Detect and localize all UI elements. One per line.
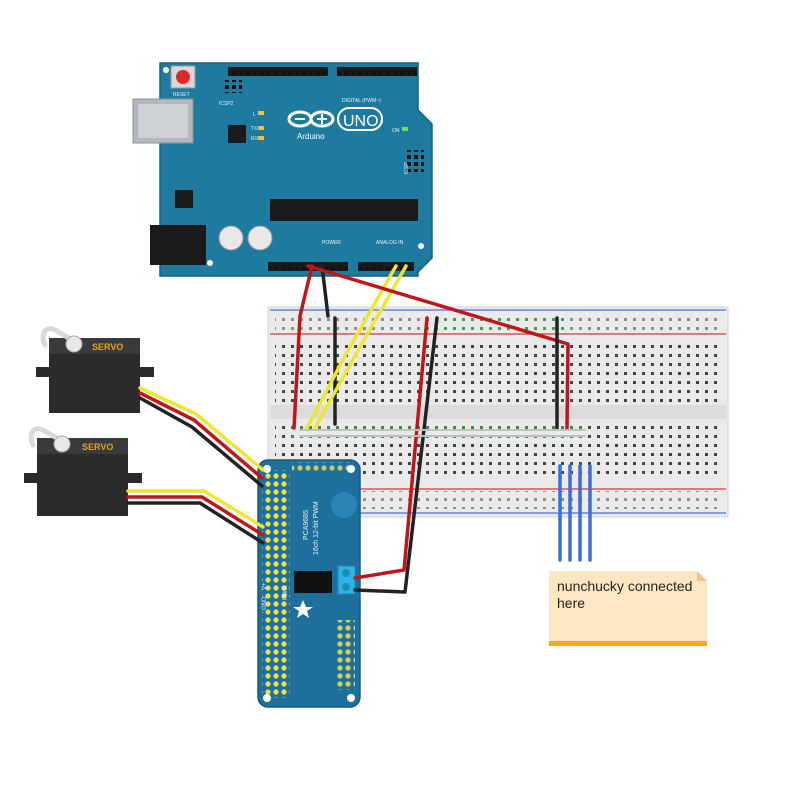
led-l-label: L — [253, 112, 256, 118]
reset-label: RESET — [173, 92, 190, 98]
pwm-gnd-label: GND — [262, 596, 268, 610]
arduino-logo-icon — [287, 110, 335, 128]
icsp-right-label: ICSP — [404, 162, 410, 174]
servo-2-wire-red — [126, 495, 265, 537]
servo-2: SERVO — [24, 426, 142, 516]
nunchuck-note: nunchucky connected here — [549, 571, 707, 646]
pwm-vplus-label: V+ — [262, 582, 268, 590]
pwm-chip-label: PCA9685 — [303, 510, 310, 540]
arduino-scl-wire-yellow — [313, 264, 408, 430]
pwm-power-wire-red — [353, 316, 429, 580]
arduino-sda-wire-yellow — [305, 264, 398, 430]
servo-2-label: SERVO — [82, 442, 113, 452]
led-rx-label: RX — [251, 136, 259, 142]
pwm-title: 16ch 12-bit PWM — [313, 501, 320, 555]
pca9685-chip — [294, 571, 332, 593]
power-jack — [150, 225, 206, 265]
on-label: ON — [392, 128, 400, 134]
adafruit-star-icon — [293, 600, 313, 618]
servo-1-label: SERVO — [92, 342, 123, 352]
servo-2-wire-yellow — [126, 489, 265, 529]
led-tx-label: TX — [251, 126, 258, 132]
atmega-chip — [270, 199, 418, 221]
servo-2-wire-black — [126, 501, 265, 545]
arduino-uno-board: RESET ICSP2 DIGITAL (PWM~) L TX RX UNO A… — [132, 62, 433, 277]
brand-label: Arduino — [297, 132, 325, 141]
uno-label: UNO — [343, 113, 379, 130]
servo-1-wire-yellow — [138, 386, 265, 472]
power-label: POWER — [322, 240, 341, 246]
servo-1-wire-black — [138, 396, 264, 488]
arduino-gnd-wire-black — [320, 264, 330, 318]
pca9685-pwm-board: PCA9685 16ch 12-bit PWM V+ GND PWM — [257, 459, 361, 708]
nunchuck-note-text: nunchucky connected here — [557, 578, 693, 611]
analog-label: ANALOG IN — [376, 240, 404, 246]
arduino-to-rail-wire-red — [306, 264, 570, 430]
pwm-gnd-wire-black — [353, 316, 439, 594]
arduino-5v-wire-red — [292, 264, 314, 430]
servo-1-wire-red — [138, 391, 264, 480]
icsp-label: ICSP2 — [219, 101, 234, 107]
servo-1: SERVO — [36, 326, 154, 413]
digital-label: DIGITAL (PWM~) — [342, 98, 381, 104]
pwm-label: PWM — [283, 585, 289, 600]
wires — [126, 264, 592, 594]
